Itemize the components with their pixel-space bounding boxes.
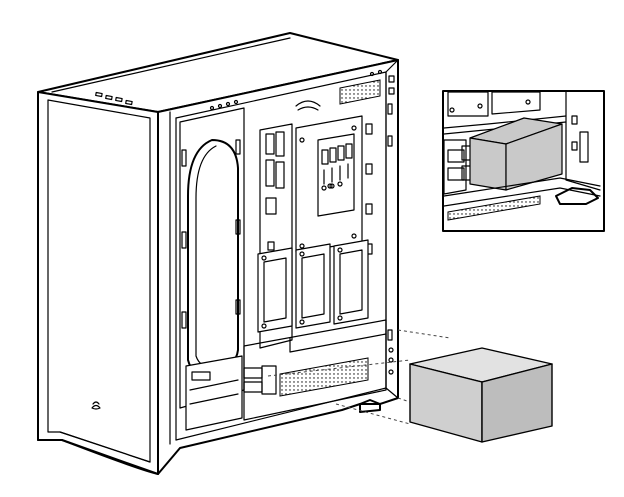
pc-case bbox=[37, 32, 399, 475]
corsair-sails-logo bbox=[91, 401, 101, 410]
installed-psu-front bbox=[469, 137, 507, 191]
detail-inset bbox=[442, 90, 605, 232]
psu-unit bbox=[409, 347, 553, 443]
bracket-slots bbox=[181, 139, 241, 329]
rear-slots bbox=[388, 75, 395, 375]
psu-guide-lines bbox=[267, 329, 451, 425]
cable-cutouts-upper bbox=[265, 131, 285, 251]
right-tiedowns bbox=[365, 103, 393, 341]
psu-side-face bbox=[481, 363, 553, 443]
top-io-ports bbox=[95, 91, 133, 106]
top-screw-row bbox=[209, 69, 383, 111]
drive-tray bbox=[295, 243, 331, 329]
installed-psu-side bbox=[505, 123, 563, 191]
drive-trays bbox=[257, 239, 369, 333]
drive-tray bbox=[333, 239, 369, 325]
basement-drive-cage bbox=[185, 355, 277, 431]
top-vent-grill bbox=[339, 79, 381, 105]
drive-tray bbox=[257, 247, 293, 333]
case-front-panel bbox=[37, 91, 159, 475]
motherboard-standoffs bbox=[299, 125, 357, 249]
psu-shroud bbox=[243, 319, 387, 421]
cpu-cutout bbox=[317, 133, 355, 217]
